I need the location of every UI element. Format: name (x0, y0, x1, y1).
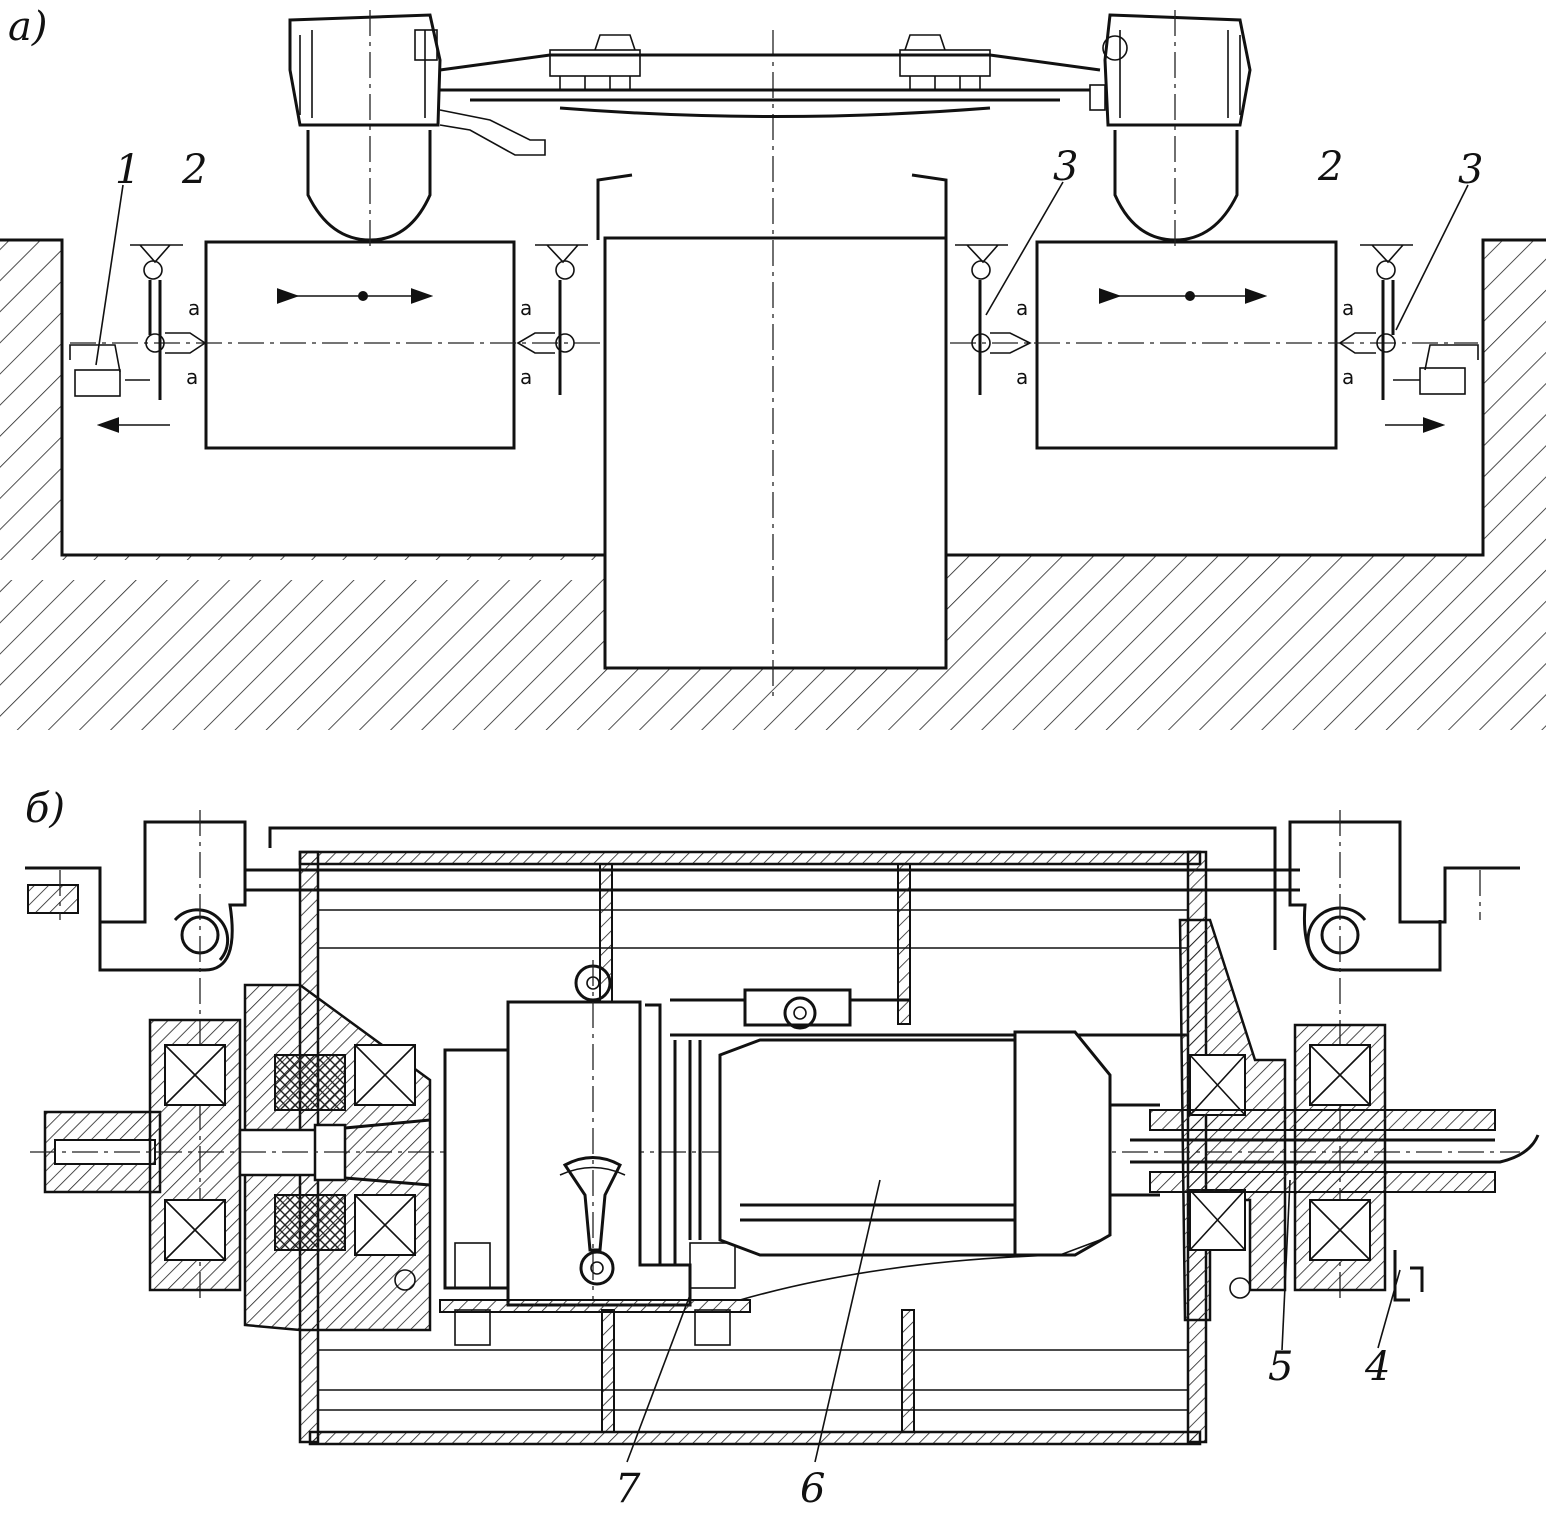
panel-a-diagram: a a a a a a (0, 10, 1546, 730)
label-7: 7 (615, 1466, 641, 1512)
svg-text:a: a (520, 296, 532, 320)
svg-text:a: a (1016, 296, 1028, 320)
left-inner-mechanism: a a (516, 244, 588, 395)
right-hub-assembly (1130, 918, 1540, 1322)
panel-b-diagram (25, 810, 1540, 1463)
leader-4 (1377, 1269, 1401, 1349)
gearbox (439, 960, 751, 1346)
left-tire (288, 13, 442, 127)
left-mechanism: a a (69, 244, 207, 433)
electric-motor (718, 988, 1160, 1301)
leader-1 (95, 184, 124, 366)
ground-hatching (0, 240, 1546, 730)
vehicle-axle (288, 10, 1252, 250)
right-tire (1103, 13, 1252, 127)
center-column (603, 236, 948, 670)
svg-text:a: a (1342, 296, 1354, 320)
label-3-right: 3 (1458, 147, 1483, 193)
leader-3-right (1395, 184, 1469, 331)
label-1: 1 (115, 147, 140, 193)
panel-label-b: б) (25, 786, 65, 832)
label-5: 5 (1268, 1344, 1293, 1390)
panel-label-a: a) (8, 4, 47, 50)
right-roller-block (1035, 240, 1338, 450)
left-hub-assembly (30, 983, 1520, 1332)
svg-text:a: a (188, 296, 200, 320)
column-guides (596, 173, 948, 240)
svg-text:a: a (520, 365, 532, 389)
label-2-right: 2 (1317, 144, 1343, 190)
left-roller-block (204, 240, 516, 450)
svg-text:a: a (1016, 365, 1028, 389)
svg-text:a: a (1342, 365, 1354, 389)
leader-6 (814, 1179, 881, 1463)
label-3-left: 3 (1053, 144, 1078, 190)
label-2-left: 2 (181, 147, 207, 193)
right-mechanism: a a (1338, 244, 1479, 433)
right-inner-mechanism: a a (955, 244, 1032, 395)
label-6: 6 (800, 1466, 825, 1512)
svg-text:a: a (186, 365, 198, 389)
leader-7 (626, 1294, 691, 1463)
leader-3-left (985, 181, 1064, 316)
leader-5 (1281, 1179, 1291, 1351)
label-4: 4 (1364, 1344, 1390, 1390)
